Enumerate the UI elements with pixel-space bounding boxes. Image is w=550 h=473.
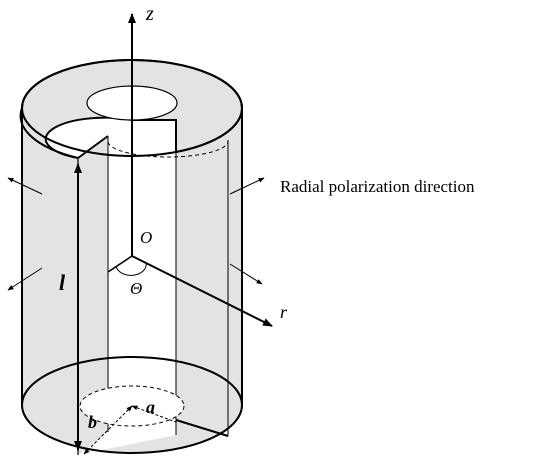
inner-radius-label: a <box>146 397 155 417</box>
r-axis <box>131 255 273 327</box>
bottom-outer-back-arc <box>21 356 243 406</box>
outer-radius-arrow <box>83 405 133 455</box>
origin-label: O <box>140 228 152 247</box>
polarization-arrow-left-top <box>7 177 43 195</box>
hidden-top-arc <box>107 139 229 158</box>
length-label: l <box>59 270 66 295</box>
polarization-arrow-right-bottom <box>229 263 263 285</box>
r-axis-label: r <box>280 302 288 322</box>
polarization-label: Radial polarization direction <box>280 177 475 196</box>
inner-wall-left <box>78 136 108 455</box>
cut-edge-top-left <box>77 135 109 159</box>
polarization-arrow-left-bottom <box>7 267 43 291</box>
bottom-cut-edge <box>175 419 229 437</box>
polarization-arrow-right-top <box>229 177 265 195</box>
theta-label: Θ <box>130 279 142 298</box>
inner-radius-arrow <box>131 405 177 423</box>
theta-angle-arc <box>115 262 147 276</box>
outer-radius-label: b <box>88 412 97 432</box>
theta-reference-line <box>107 255 133 273</box>
z-axis-label: z <box>145 3 154 25</box>
